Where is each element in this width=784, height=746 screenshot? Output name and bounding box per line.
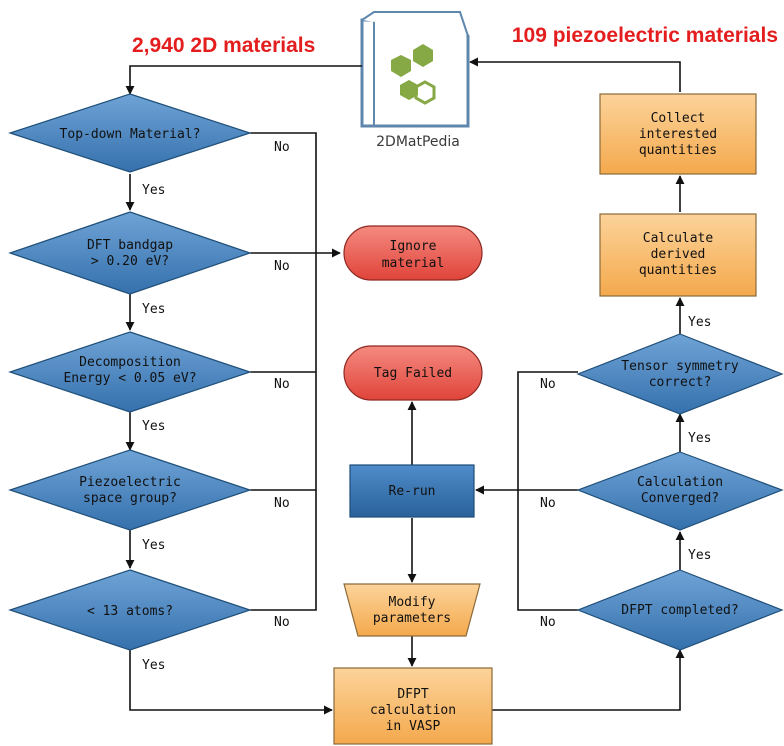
- label-completed-no: No: [540, 615, 556, 630]
- label-spacegroup-yes: Yes: [142, 538, 165, 553]
- label-decomp-no: No: [274, 377, 290, 392]
- decision-bandgap: DFT bandgap > 0.20 eV?: [8, 211, 252, 295]
- decision-space-group: Piezoelectric space group?: [8, 449, 252, 531]
- ignore-line-1: Ignore: [390, 239, 437, 254]
- terminal-tag-failed: Tag Failed: [343, 345, 483, 401]
- label-atoms-no: No: [274, 615, 290, 630]
- dfpt-line-3: in VASP: [386, 719, 441, 734]
- process-rerun: Re-run: [349, 464, 475, 518]
- derived-line-2: derived: [651, 247, 706, 262]
- process-modify-parameters: Modify parameters: [343, 583, 481, 637]
- terminal-ignore-material: Ignore material: [343, 225, 483, 281]
- edge-right-no-bus: [517, 371, 578, 611]
- decision-bandgap-line-1: DFT bandgap: [87, 238, 173, 253]
- label-topdown-no: No: [274, 140, 290, 155]
- result-count-label: 109 piezoelectric materials: [512, 24, 778, 47]
- edge-collect-to-db: [469, 57, 681, 92]
- derived-line-3: quantities: [639, 263, 717, 278]
- decision-decomposition: Decomposition Energy < 0.05 eV?: [8, 331, 252, 413]
- label-completed-yes: Yes: [688, 548, 711, 563]
- decision-tensor-symmetry: Tensor symmetry correct?: [576, 333, 784, 415]
- collect-line-1: Collect: [651, 111, 706, 126]
- decision-converged: Calculation Converged?: [576, 451, 784, 531]
- converged-line-2: Converged?: [641, 491, 719, 506]
- edge-atoms-yes: [129, 650, 333, 715]
- edge-db-to-topdown: [125, 65, 362, 95]
- label-converged-no: No: [540, 496, 556, 511]
- label-topdown-yes: Yes: [142, 183, 165, 198]
- label-tensor-no: No: [540, 377, 556, 392]
- label-tensor-yes: Yes: [688, 315, 711, 330]
- ignore-line-2: material: [382, 256, 445, 271]
- decision-top-down-line-1: Top-down Material?: [60, 127, 201, 142]
- modify-line-1: Modify: [389, 595, 436, 610]
- tag-failed-label: Tag Failed: [374, 366, 452, 381]
- tensor-line-1: Tensor symmetry: [621, 359, 739, 374]
- label-converged-yes: Yes: [688, 431, 711, 446]
- converged-line-1: Calculation: [637, 475, 723, 490]
- decision-dfpt-completed: DFPT completed?: [576, 569, 784, 651]
- label-atoms-yes: Yes: [142, 658, 165, 673]
- label-bandgap-yes: Yes: [142, 302, 165, 317]
- tensor-line-2: correct?: [649, 375, 712, 390]
- rerun-label: Re-run: [389, 484, 436, 499]
- decision-bandgap-line-2: > 0.20 eV?: [91, 254, 169, 269]
- label-spacegroup-no: No: [274, 496, 290, 511]
- database-label: 2DMatPedia: [376, 134, 460, 150]
- label-bandgap-no: No: [274, 259, 290, 274]
- process-dfpt-calculation: DFPT calculation in VASP: [333, 667, 493, 745]
- decision-space-group-line-1: Piezoelectric: [79, 475, 181, 490]
- label-decomp-yes: Yes: [142, 419, 165, 434]
- decision-space-group-line-2: space group?: [83, 491, 177, 506]
- dfpt-line-1: DFPT: [397, 687, 428, 702]
- dfpt-completed-label: DFPT completed?: [621, 603, 738, 618]
- decision-decomposition-line-2: Energy < 0.05 eV?: [63, 371, 196, 386]
- decision-top-down: Top-down Material?: [8, 93, 252, 173]
- decision-atoms-line-1: < 13 atoms?: [87, 604, 173, 619]
- decision-decomposition-line-1: Decomposition: [79, 355, 181, 370]
- edge-dfpt-to-completed: [492, 649, 685, 711]
- derived-line-1: Calculate: [643, 231, 714, 246]
- source-count-label: 2,940 2D materials: [132, 34, 315, 57]
- collect-line-2: interested: [639, 127, 717, 142]
- process-collect-quantities: Collect interested quantities: [599, 93, 757, 175]
- dfpt-line-2: calculation: [370, 703, 456, 718]
- process-derived-quantities: Calculate derived quantities: [599, 213, 757, 297]
- collect-line-3: quantities: [639, 143, 717, 158]
- decision-atoms: < 13 atoms?: [8, 569, 252, 651]
- modify-line-2: parameters: [373, 611, 451, 626]
- database-book-icon: [360, 11, 470, 128]
- hexagon-cluster-icon: [391, 44, 436, 105]
